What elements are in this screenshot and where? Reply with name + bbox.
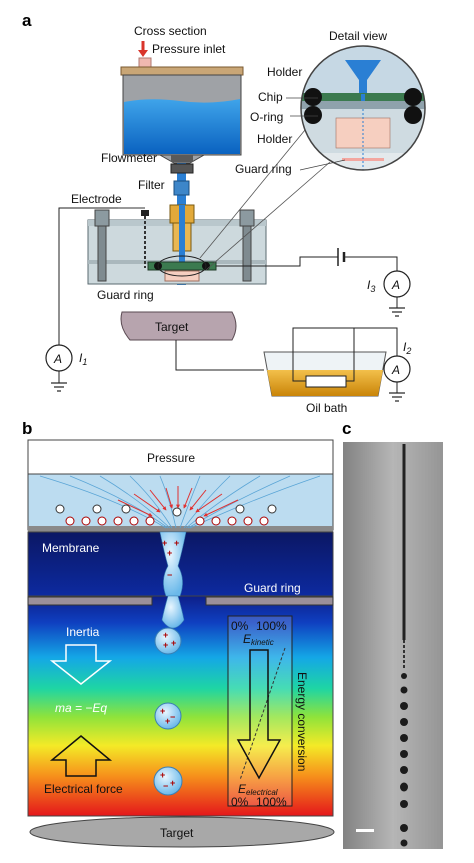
pressure-inlet-label: Pressure inlet [152,42,226,56]
guard-ring-label: Guard ring [97,288,154,302]
detail-guard-ring-label: Guard ring [235,162,292,176]
panel-label-b: b [22,419,32,438]
equation-label: ma = −Eq [55,701,107,715]
energy-arrow-icon [236,649,282,780]
current-3-label: I3 [367,278,375,294]
inertia-label: Inertia [66,625,100,639]
target-a-label: Target [155,320,189,334]
electrode-label: Electrode [71,192,122,206]
reservoir-water [124,99,240,154]
detail-chip-label: Chip [258,90,283,104]
pressure-label: Pressure [147,451,195,465]
oil-bath-resistor [305,375,347,388]
droplet-3 [153,766,183,796]
red-flow-arrows [117,486,239,517]
svg-text:+: + [160,770,165,780]
pressure-box [27,439,334,475]
membrane-label: Membrane [42,541,100,555]
svg-text:+: + [162,538,167,548]
filter-label: Filter [138,178,165,192]
current-1-label: I1 [79,351,87,367]
electrical-force-arrow-icon [49,735,113,777]
inertia-arrow-icon [49,644,113,685]
filter [173,180,190,196]
svg-text:+: + [163,640,168,650]
target-a [120,311,237,341]
ammeter-3-symbol: A [391,278,400,292]
micrograph [343,442,443,849]
e-kinetic-label: Ekinetic [243,632,274,647]
svg-text:+: + [174,538,179,548]
svg-text:+: + [165,716,170,726]
pct-zero-top: 0% [231,619,249,633]
flowmeter-label: Flowmeter [101,151,157,165]
energy-box [227,615,293,807]
guard-ring-b-label: Guard ring [244,581,301,595]
detail-view-title: Detail view [329,29,387,43]
scale-bar [356,829,374,832]
panel-label-a: a [22,11,32,30]
detail-holder-top-label: Holder [267,65,302,79]
liquid-layer [27,473,334,531]
e-electrical-label: Eelectrical [238,782,278,797]
bolt-left [94,209,110,227]
wire-electrode [58,207,118,345]
cross-section-label: Cross section [134,24,207,38]
svg-text:+: + [167,548,172,558]
detail-view-border [300,45,426,171]
droplet-1 [154,627,182,655]
panel-label-c: c [342,419,351,438]
reservoir-lid [120,66,244,76]
svg-text:−: − [167,570,172,580]
ammeter-2-symbol: A [391,363,400,377]
svg-text:+: + [160,706,165,716]
flowmeter [170,163,194,174]
guard-ring-right [205,596,334,606]
ammeter-1 [45,344,73,372]
current-2-label: I2 [403,340,411,356]
pressure-arrow-head-icon [138,50,148,57]
svg-text:+: + [170,778,175,788]
droplet-2 [154,702,182,730]
pct-zero-bottom: 0% [231,795,249,809]
jet-neck [159,531,187,597]
oil-bath-label: Oil bath [306,401,347,415]
jet-droplets [400,673,408,847]
detail-holder-bottom-label: Holder [257,132,292,146]
ammeter-1-symbol: A [53,352,62,366]
energy-conversion-label: Energy conversion [295,672,309,771]
pct-hundred-bottom: 100% [256,795,287,809]
svg-text:−: − [170,712,175,722]
surface-ions [55,504,277,526]
svg-text:+: + [163,630,168,640]
pct-hundred-top: 100% [256,619,287,633]
target-b-label: Target [160,826,194,840]
wire-guard [216,256,338,267]
svg-text:+: + [171,638,176,648]
svg-text:−: − [163,781,168,791]
guard-ring-left [27,596,153,606]
electrical-force-label: Electrical force [44,782,123,796]
detail-oring-label: O-ring [250,110,283,124]
bolt-right [239,209,255,227]
target-b [29,816,335,848]
